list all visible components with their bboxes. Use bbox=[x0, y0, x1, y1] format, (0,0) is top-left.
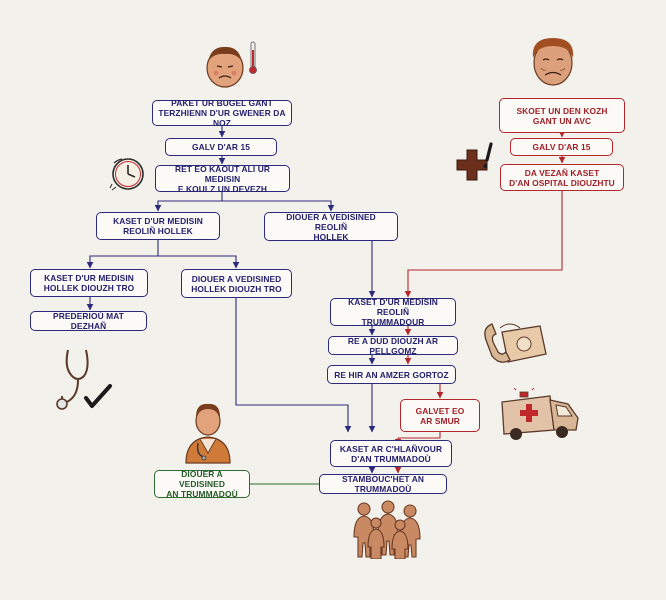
clock-icon bbox=[109, 158, 144, 191]
node-r1: SKOET UN DEN KOZH GANT UN AVC bbox=[499, 98, 625, 133]
edge-r3-m1 bbox=[404, 191, 563, 298]
medical-cross-alert-icon bbox=[456, 142, 493, 181]
node-m5: KASET AR C'HLAÑVOUR D'AN TRUMMADOÙ bbox=[330, 440, 452, 467]
edge-n4-n7 bbox=[158, 255, 240, 269]
node-n6: KASET D'UR MEDISIN HOLLEK DIOUZH TRO bbox=[30, 269, 148, 297]
node-r2: GALV D'AR 15 bbox=[510, 138, 613, 156]
node-m4: GALVET EO AR SMUR bbox=[400, 399, 480, 432]
node-n5: DIOUER A VEDISINED REOLIÑ HOLLEK bbox=[264, 212, 398, 242]
telephone-icon bbox=[484, 323, 547, 363]
node-m2: RE A DUD DIOUZH AR PELLGOMZ bbox=[328, 336, 458, 356]
node-n4: KASET D'UR MEDISIN REOLIÑ HOLLEK bbox=[96, 212, 220, 240]
doctor-icon bbox=[185, 403, 231, 464]
node-m6: STAMBOUC'HET AN TRUMMADOÙ bbox=[319, 474, 447, 494]
node-n1: PAKET UR BUGEL GANT TERZHIENN D'UR GWENE… bbox=[152, 98, 292, 128]
edge-n4-split bbox=[86, 240, 159, 269]
edge-n3-split bbox=[154, 192, 223, 212]
node-n3: RET EO KAOUT ALI UR MEDISIN E KOULZ UN D… bbox=[155, 164, 290, 194]
ambulance-icon bbox=[501, 388, 579, 440]
node-n2: GALV D'AR 15 bbox=[165, 138, 277, 156]
node-m3: RE HIR AN AMZER GORTOZ bbox=[327, 365, 456, 384]
edge-n3-n5 bbox=[222, 200, 335, 212]
sick-child-icon bbox=[206, 41, 257, 88]
node-m1: KASET D'UR MEDISIN REOLIÑ TRUMMADOUR bbox=[330, 297, 456, 327]
stethoscope-check-icon bbox=[56, 349, 112, 410]
node-n8: PREDERIOÙ MAT DEZHAÑ bbox=[30, 311, 147, 331]
edge-n7-m5 bbox=[235, 298, 352, 433]
node-g1: DIOUER A VEDISINED AN TRUMMADOÙ bbox=[154, 469, 250, 499]
node-n7: DIOUER A VEDISINED HOLLEK DIOUZH TRO bbox=[181, 269, 292, 298]
elderly-face-icon bbox=[532, 38, 574, 86]
crowd-icon bbox=[353, 500, 421, 559]
node-r3: DA VEZAÑ KASET D'AN OSPITAL DIOUZHTU bbox=[500, 164, 624, 191]
